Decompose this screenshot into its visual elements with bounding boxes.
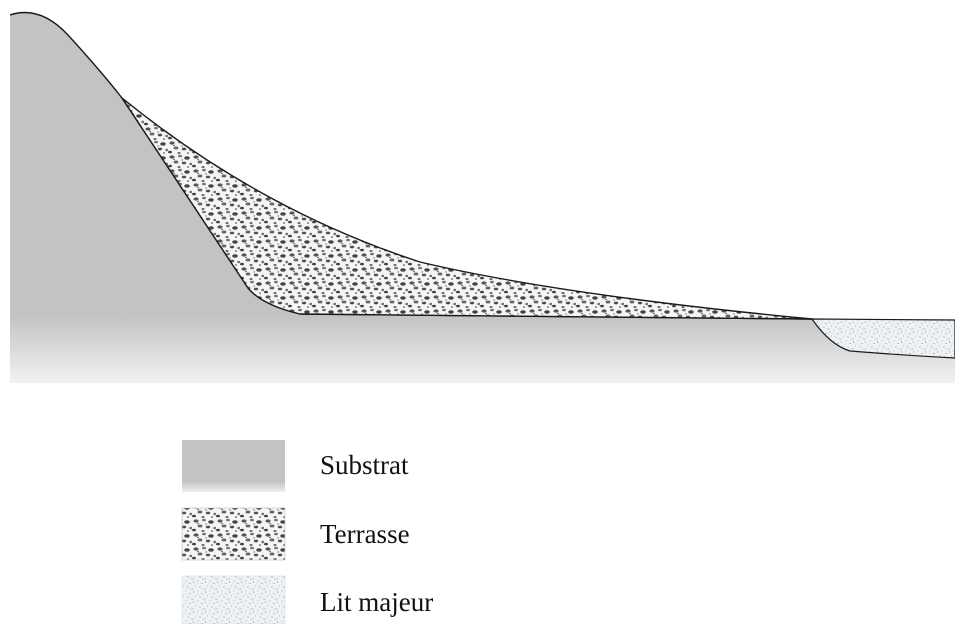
lit-majeur-swatch [181,575,286,624]
legend-item-lit-majeur: Lit majeur [181,575,433,624]
legend-item-terrasse: Terrasse [181,507,410,561]
legend-item-substrat: Substrat [182,440,409,492]
lit-majeur-layer [810,318,955,359]
legend-label-lit-majeur: Lit majeur [320,587,433,617]
terrasse-layer [121,97,813,320]
legend-label-substrat: Substrat [320,450,409,480]
legend-label-terrasse: Terrasse [320,519,410,549]
legend: Substrat Terrasse Lit majeur [181,440,433,624]
substrat-layer [10,12,955,383]
substrat-swatch [182,440,285,492]
terrasse-swatch [181,507,286,561]
